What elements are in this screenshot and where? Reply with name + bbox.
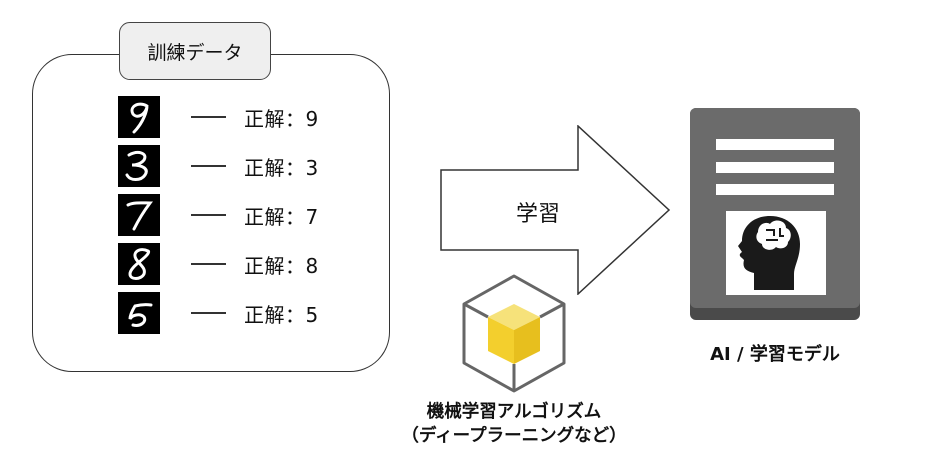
training-data-title-text: 訓練データ	[147, 41, 243, 64]
digit-image-9	[118, 96, 160, 138]
digit-image-8	[118, 243, 160, 285]
sample-row-1: 正解：9	[118, 96, 348, 138]
model-label: AI / 学習モデル	[710, 344, 840, 365]
digit-image-3	[118, 145, 160, 187]
dash-line	[191, 165, 226, 167]
answer-label: 正解：5	[244, 302, 319, 327]
answer-label: 正解：3	[244, 155, 319, 180]
digit-image-5	[118, 292, 160, 334]
training-data-panel	[32, 54, 390, 372]
answer-label: 正解：7	[244, 204, 319, 229]
answer-label: 正解：8	[244, 253, 319, 278]
sample-row-3: 正解：7	[118, 194, 348, 236]
learning-arrow	[440, 125, 671, 295]
algorithm-label-line2: （ディープラーニングなど）	[401, 426, 627, 446]
algorithm-label-line1: 機械学習アルゴリズム	[426, 402, 602, 422]
digit-image-7	[118, 194, 160, 236]
document-brain-icon	[690, 108, 860, 320]
learning-label: 学習	[515, 202, 560, 227]
dash-line	[191, 116, 226, 118]
dash-line	[191, 214, 226, 216]
sample-row-5: 正解：5	[118, 292, 348, 334]
algorithm-label: 機械学習アルゴリズム （ディープラーニングなど）	[356, 400, 672, 448]
dash-line	[191, 312, 226, 314]
sample-row-2: 正解：3	[118, 145, 348, 187]
training-data-title: 訓練データ	[119, 22, 271, 80]
sample-row-4: 正解：8	[118, 243, 348, 285]
cube-icon	[462, 274, 566, 393]
answer-label: 正解：9	[244, 106, 319, 131]
dash-line	[191, 263, 226, 265]
